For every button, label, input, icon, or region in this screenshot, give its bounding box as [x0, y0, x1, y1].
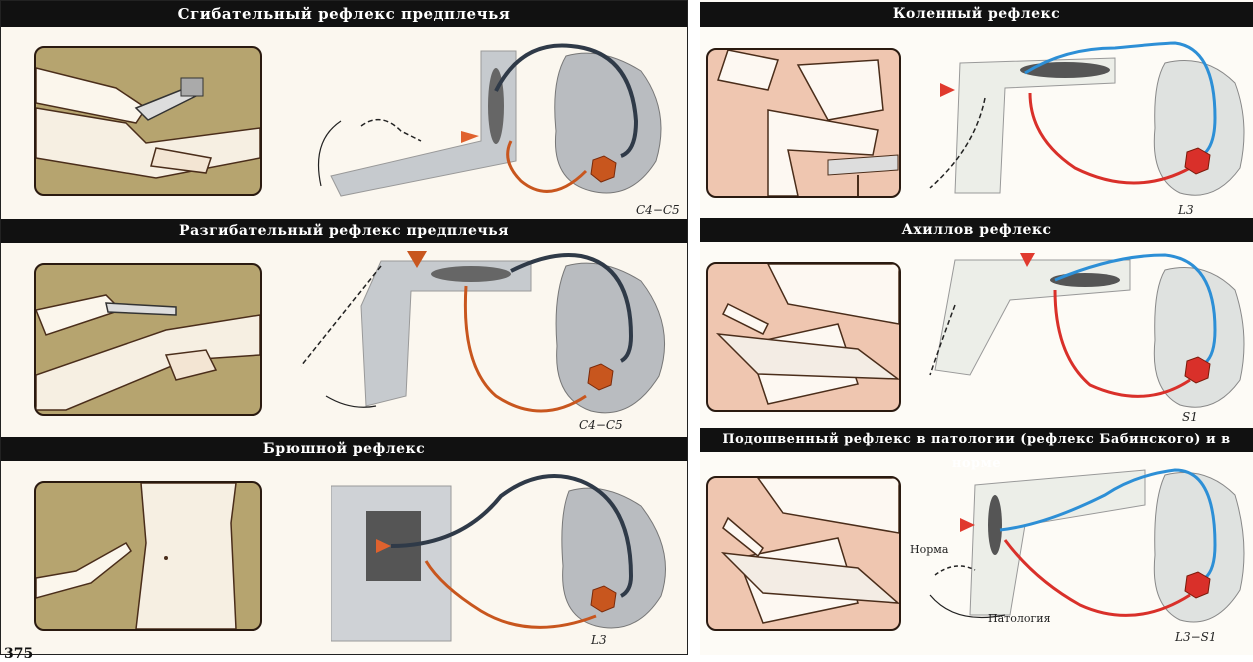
photo-extensor-reflex: [34, 263, 262, 416]
section-title-achilles: Ахиллов рефлекс: [700, 218, 1253, 242]
section-title-extensor: Разгибательный рефлекс предплечья: [1, 219, 687, 243]
diagram-flexor-reflex: [301, 31, 686, 216]
section-title-flexor: Сгибательный рефлекс предплечья: [1, 1, 687, 27]
diagram-achilles-reflex: [915, 245, 1253, 420]
photo-abdominal-reflex: [34, 481, 262, 631]
section-title-abdominal: Брюшной рефлекс: [1, 437, 687, 461]
section-title-plantar: Подошвенный рефлекс в патологии (рефлекс…: [700, 428, 1253, 471]
photo-flexor-reflex: [34, 46, 262, 196]
segment-label-achilles: S1: [1182, 410, 1198, 424]
left-page: Сгибательный рефлекс предплечья C4−C5 Ра…: [0, 0, 688, 655]
page-number: 375: [4, 646, 34, 662]
diagram-knee-reflex: [915, 28, 1253, 203]
diagram-plantar-reflex: [915, 455, 1253, 640]
segment-label-plantar: L3−S1: [1175, 630, 1217, 644]
right-page: Коленный рефлекс L3 Ахиллов рефлекс: [700, 0, 1253, 655]
section-title-knee: Коленный рефлекс: [700, 2, 1253, 27]
photo-knee-reflex: [706, 48, 901, 198]
segment-label-abdominal: L3: [591, 633, 607, 647]
photo-plantar-reflex: [706, 476, 901, 631]
label-norm: Норма: [910, 543, 949, 556]
photo-achilles-reflex: [706, 262, 901, 412]
segment-label-flexor: C4−C5: [636, 203, 680, 217]
label-pathology: Патология: [988, 612, 1051, 625]
segment-label-knee: L3: [1178, 203, 1194, 217]
diagram-extensor-reflex: [281, 246, 686, 436]
diagram-abdominal-reflex: [331, 466, 686, 646]
segment-label-extensor: C4−C5: [579, 418, 623, 432]
